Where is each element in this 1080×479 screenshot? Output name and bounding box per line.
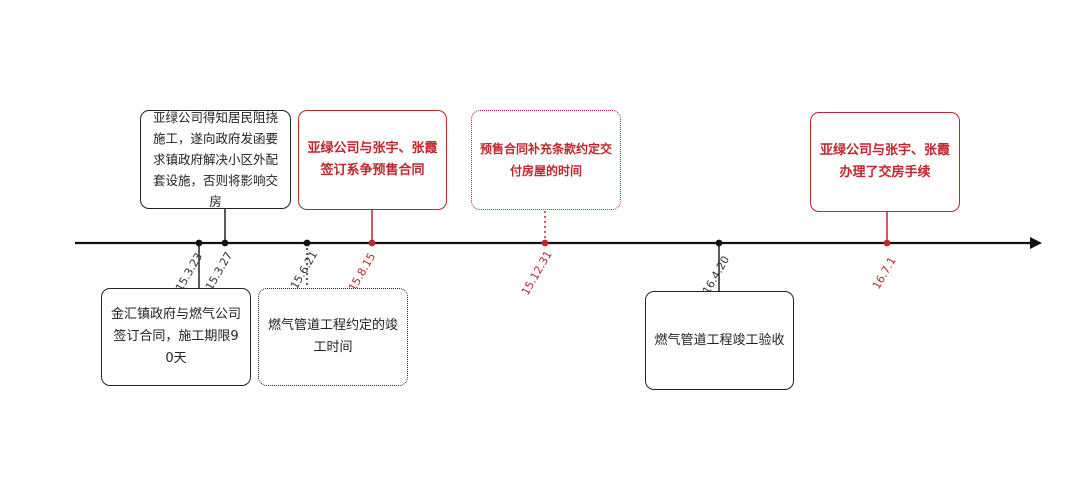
event-text: 燃气管道工程竣工验收 (654, 332, 785, 348)
event-text: 亚绿公司得知居民阻挠施工，遂向政府发函要求镇政府解决小区外配套设施，否则将影响交… (152, 110, 278, 209)
event-dot-15-12-31 (541, 239, 549, 247)
event-text: 亚绿公司与张宇、张霞办理了交房手续 (819, 143, 950, 180)
event-box-16-4-20: 燃气管道工程竣工验收 (645, 291, 794, 390)
event-box-16-7-1: 亚绿公司与张宇、张霞办理了交房手续 (810, 112, 960, 212)
event-box-15-8-15: 亚绿公司与张宇、张霞签订系争预售合同 (298, 110, 447, 210)
event-box-15-6-21: 燃气管道工程约定的竣工时间 (258, 288, 408, 386)
event-box-15-3-23: 金汇镇政府与燃气公司签订合同，施工期限90天 (101, 288, 251, 386)
event-dot-15-8-15 (368, 239, 376, 247)
timeline-arrowhead (1030, 237, 1042, 249)
event-dot-16-7-1 (883, 239, 891, 247)
event-text: 亚绿公司与张宇、张霞签订系争预售合同 (307, 141, 438, 178)
event-dot-16-4-20 (715, 239, 723, 247)
event-text: 燃气管道工程约定的竣工时间 (267, 318, 398, 355)
event-text: 预售合同补充条款约定交付房屋的时间 (480, 142, 613, 178)
event-box-15-3-27: 亚绿公司得知居民阻挠施工，遂向政府发函要求镇政府解决小区外配套设施，否则将影响交… (140, 110, 291, 209)
event-dot-15-6-21 (303, 239, 311, 247)
event-dot-15-3-27 (221, 239, 229, 247)
event-text: 金汇镇政府与燃气公司签订合同，施工期限90天 (110, 307, 241, 366)
event-dot-15-3-23 (195, 239, 203, 247)
event-box-15-12-31: 预售合同补充条款约定交付房屋的时间 (471, 110, 621, 210)
